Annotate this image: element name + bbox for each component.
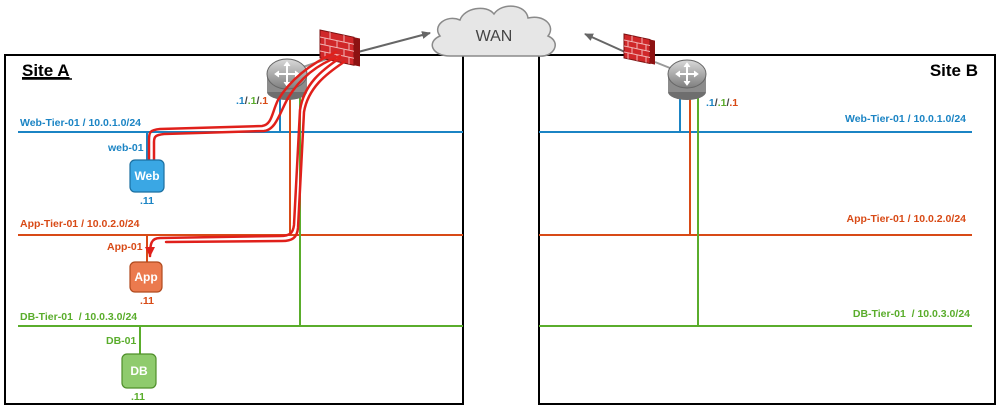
- site-b-title: Site B: [930, 61, 978, 80]
- site-a-box: [4, 54, 464, 405]
- app-vm-icon: [129, 261, 163, 293]
- site-b-app-network-label: App-Tier-01 / 10.0.2.0/24: [847, 213, 967, 225]
- site-a-web-network-label: Web-Tier-01 / 10.0.1.0/24: [20, 117, 141, 129]
- db-vm-icon: [121, 353, 157, 389]
- db-vm-ip: .11: [131, 391, 145, 403]
- wan-label: WAN: [476, 28, 513, 45]
- site-a-router-ips: .1/.1/.1: [236, 95, 268, 107]
- app-vm-ip: .11: [140, 295, 154, 307]
- web-vm-name: web-01: [107, 142, 144, 154]
- web-vm[interactable]: Web: [129, 159, 165, 193]
- site-b-firewall-icon: [623, 33, 655, 65]
- site-b-db-network-label: DB-Tier-01 / 10.0.3.0/24: [853, 308, 970, 320]
- db-vm-label: DB: [130, 364, 148, 378]
- site-b-web-network-label: Web-Tier-01 / 10.0.1.0/24: [845, 113, 966, 125]
- site-a-app-network-label: App-Tier-01 / 10.0.2.0/24: [20, 218, 140, 230]
- db-vm-name: DB-01: [106, 335, 137, 347]
- web-vm-ip: .11: [140, 195, 154, 207]
- app-vm-label: App: [134, 270, 157, 284]
- cloud-icon: [431, 5, 556, 57]
- web-vm-label: Web: [134, 169, 159, 183]
- traffic-flow-path: [145, 50, 346, 258]
- site-a-title: Site A: [22, 61, 70, 80]
- app-vm[interactable]: App: [129, 261, 163, 293]
- site-b-box: [538, 54, 996, 405]
- site-b-router-ips: .1/.1/.1: [706, 97, 738, 109]
- web-vm-icon: [129, 159, 165, 193]
- site-b-wan-link: [584, 33, 626, 53]
- db-vm[interactable]: DB: [121, 353, 157, 389]
- site-a-db-network-label: DB-Tier-01 / 10.0.3.0/24: [20, 311, 137, 323]
- app-vm-name: App-01: [107, 241, 143, 253]
- site-a-wan-link: [357, 31, 431, 53]
- site-b-router-icon: [667, 59, 707, 100]
